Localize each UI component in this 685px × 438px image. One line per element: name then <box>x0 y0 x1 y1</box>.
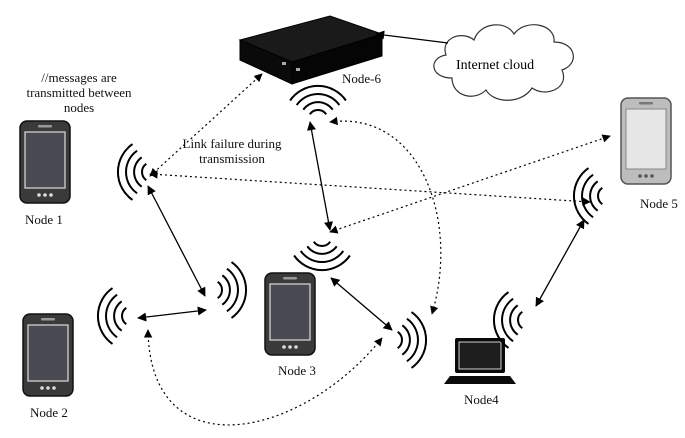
node5-label: Node 5 <box>640 196 678 211</box>
node3-label: Node 3 <box>278 363 316 378</box>
link-failure-note: Link failure during transmission <box>182 136 282 166</box>
link-node1-node3 <box>147 185 206 297</box>
node3-top-waves-icon <box>293 241 351 272</box>
dotted-links <box>143 73 611 426</box>
node2-label: Node 2 <box>30 405 68 420</box>
node3-phone-icon <box>264 272 316 356</box>
node6-waves-icon <box>289 84 347 115</box>
cloud-label: Internet cloud <box>456 58 534 73</box>
router-icon <box>238 15 384 85</box>
dotted-link-node3-node5 <box>329 134 611 234</box>
dotted-link-node6-node4 <box>329 116 442 315</box>
link-node3-node4 <box>330 277 393 331</box>
link-node6-node3 <box>307 121 333 231</box>
node5-phone-icon <box>620 97 672 185</box>
dotted-link-node2-node4 <box>143 329 383 426</box>
link-cloud-node6 <box>375 30 449 44</box>
dotted-link-node1-node5 <box>149 170 591 206</box>
message-note: //messages are transmitted between nodes <box>26 70 132 115</box>
link-node2-node3 <box>137 306 207 322</box>
node4-label: Node4 <box>464 392 499 407</box>
node4-left-waves-icon <box>397 311 428 369</box>
node5-waves-icon <box>572 167 603 225</box>
link-node4-node5 <box>535 219 585 307</box>
node1-waves-icon <box>116 143 147 201</box>
wireless-waves <box>96 84 603 369</box>
node2-waves-icon <box>96 287 127 345</box>
internet-cloud-icon <box>433 24 574 101</box>
dotted-link-node1-node6 <box>149 73 263 177</box>
node4-right-waves-icon <box>492 291 523 349</box>
node3-left-waves-icon <box>217 261 248 319</box>
node6-label: Node-6 <box>342 71 381 86</box>
node2-phone-icon <box>22 313 74 397</box>
node1-phone-icon <box>19 120 71 204</box>
node4-laptop-icon <box>444 338 516 384</box>
node1-label: Node 1 <box>25 212 63 227</box>
